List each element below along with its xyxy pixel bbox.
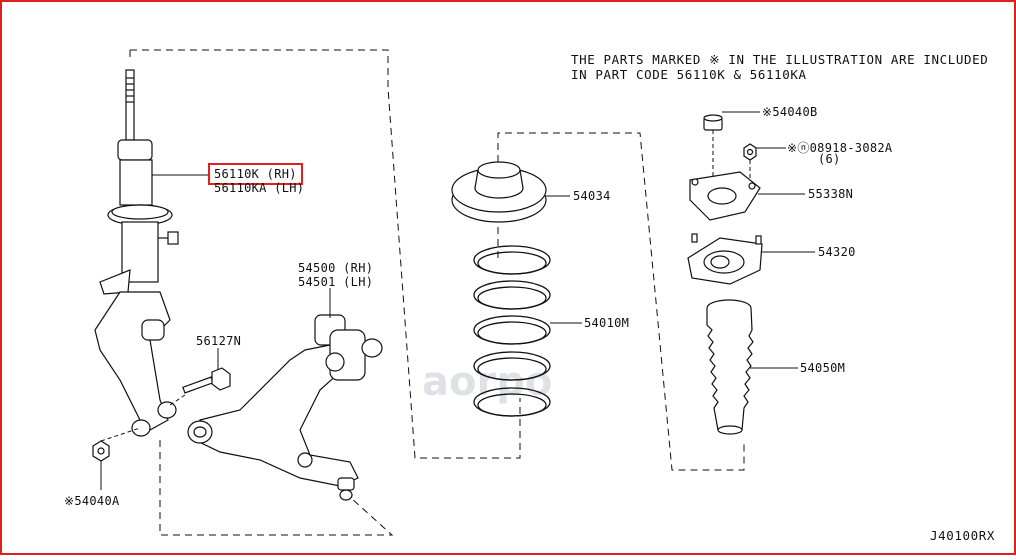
diagram-code: J40100RX xyxy=(930,528,995,543)
label-54320[interactable]: 54320 xyxy=(818,245,856,259)
label-08918-qty: (6) xyxy=(818,152,841,166)
label-54040b[interactable]: ※54040B xyxy=(762,105,818,119)
dashed-group-left xyxy=(130,49,521,459)
label-56110k-rh[interactable]: 56110K (RH) xyxy=(214,167,297,181)
plate-55338n-icon xyxy=(689,171,761,221)
boot-54050m-icon xyxy=(706,299,754,435)
label-54040a[interactable]: ※54040A xyxy=(64,494,120,508)
highlight-box-56110k xyxy=(208,163,303,185)
spring-seat-54034-icon xyxy=(451,161,547,223)
strut-rod xyxy=(125,69,135,141)
label-56110ka-lh[interactable]: 56110KA (LH) xyxy=(214,181,304,195)
parts-note-line2: IN PART CODE 56110K & 56110KA xyxy=(571,67,807,82)
bolt-56127n-icon xyxy=(182,367,231,394)
label-08918-3082a[interactable]: ※ⓝ08918-3082A xyxy=(787,141,893,155)
mount-54320-icon xyxy=(687,233,763,285)
label-56127n[interactable]: 56127N xyxy=(196,334,241,348)
strut-assembly xyxy=(94,69,179,437)
nut-54040b-icon xyxy=(703,114,723,131)
lower-control-arm xyxy=(187,314,383,501)
group-dashed-lines xyxy=(129,49,745,536)
label-54010m[interactable]: 54010M xyxy=(584,316,629,330)
label-54050m[interactable]: 54050M xyxy=(800,361,845,375)
dashed-group-bottom xyxy=(159,440,394,536)
label-55338n[interactable]: 55338N xyxy=(808,187,853,201)
parts-note-line1: THE PARTS MARKED ※ IN THE ILLUSTRATION A… xyxy=(571,52,988,67)
dashed-group-right xyxy=(497,132,745,471)
label-54034[interactable]: 54034 xyxy=(573,189,611,203)
nut-54040a-icon xyxy=(92,440,110,462)
label-54500-rh[interactable]: 54500 (RH) xyxy=(298,261,373,275)
label-54501-lh[interactable]: 54501 (LH) xyxy=(298,275,373,289)
coil-spring-54010m-icon xyxy=(473,245,551,417)
flange-nut-08918-icon xyxy=(743,143,757,161)
